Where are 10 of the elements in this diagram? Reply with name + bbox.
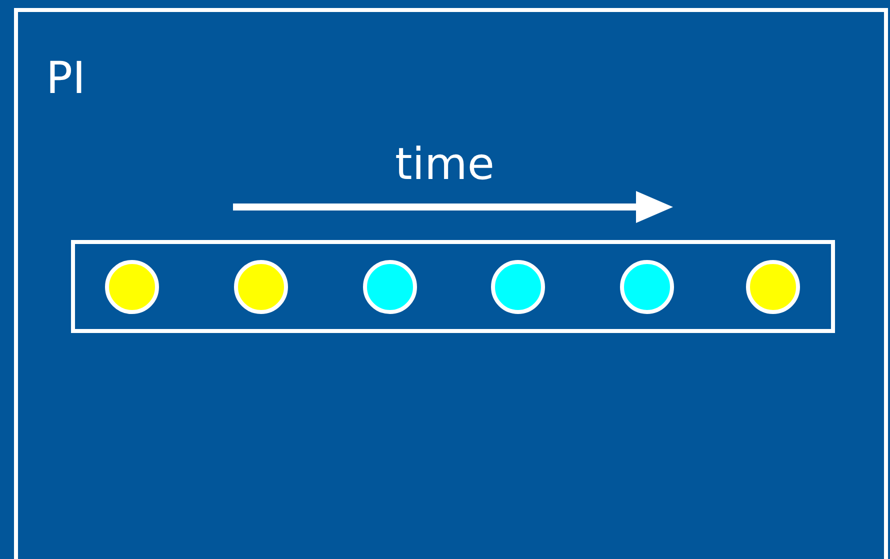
- dot-marker: [620, 260, 674, 314]
- panel-title: PI: [46, 54, 86, 104]
- dot-marker: [491, 260, 545, 314]
- dot-marker: [105, 260, 159, 314]
- panel: [14, 8, 888, 559]
- dot-marker: [234, 260, 288, 314]
- dot-marker: [363, 260, 417, 314]
- axis-label: time: [395, 140, 494, 190]
- dot-marker: [746, 260, 800, 314]
- sequence-box: [71, 240, 835, 333]
